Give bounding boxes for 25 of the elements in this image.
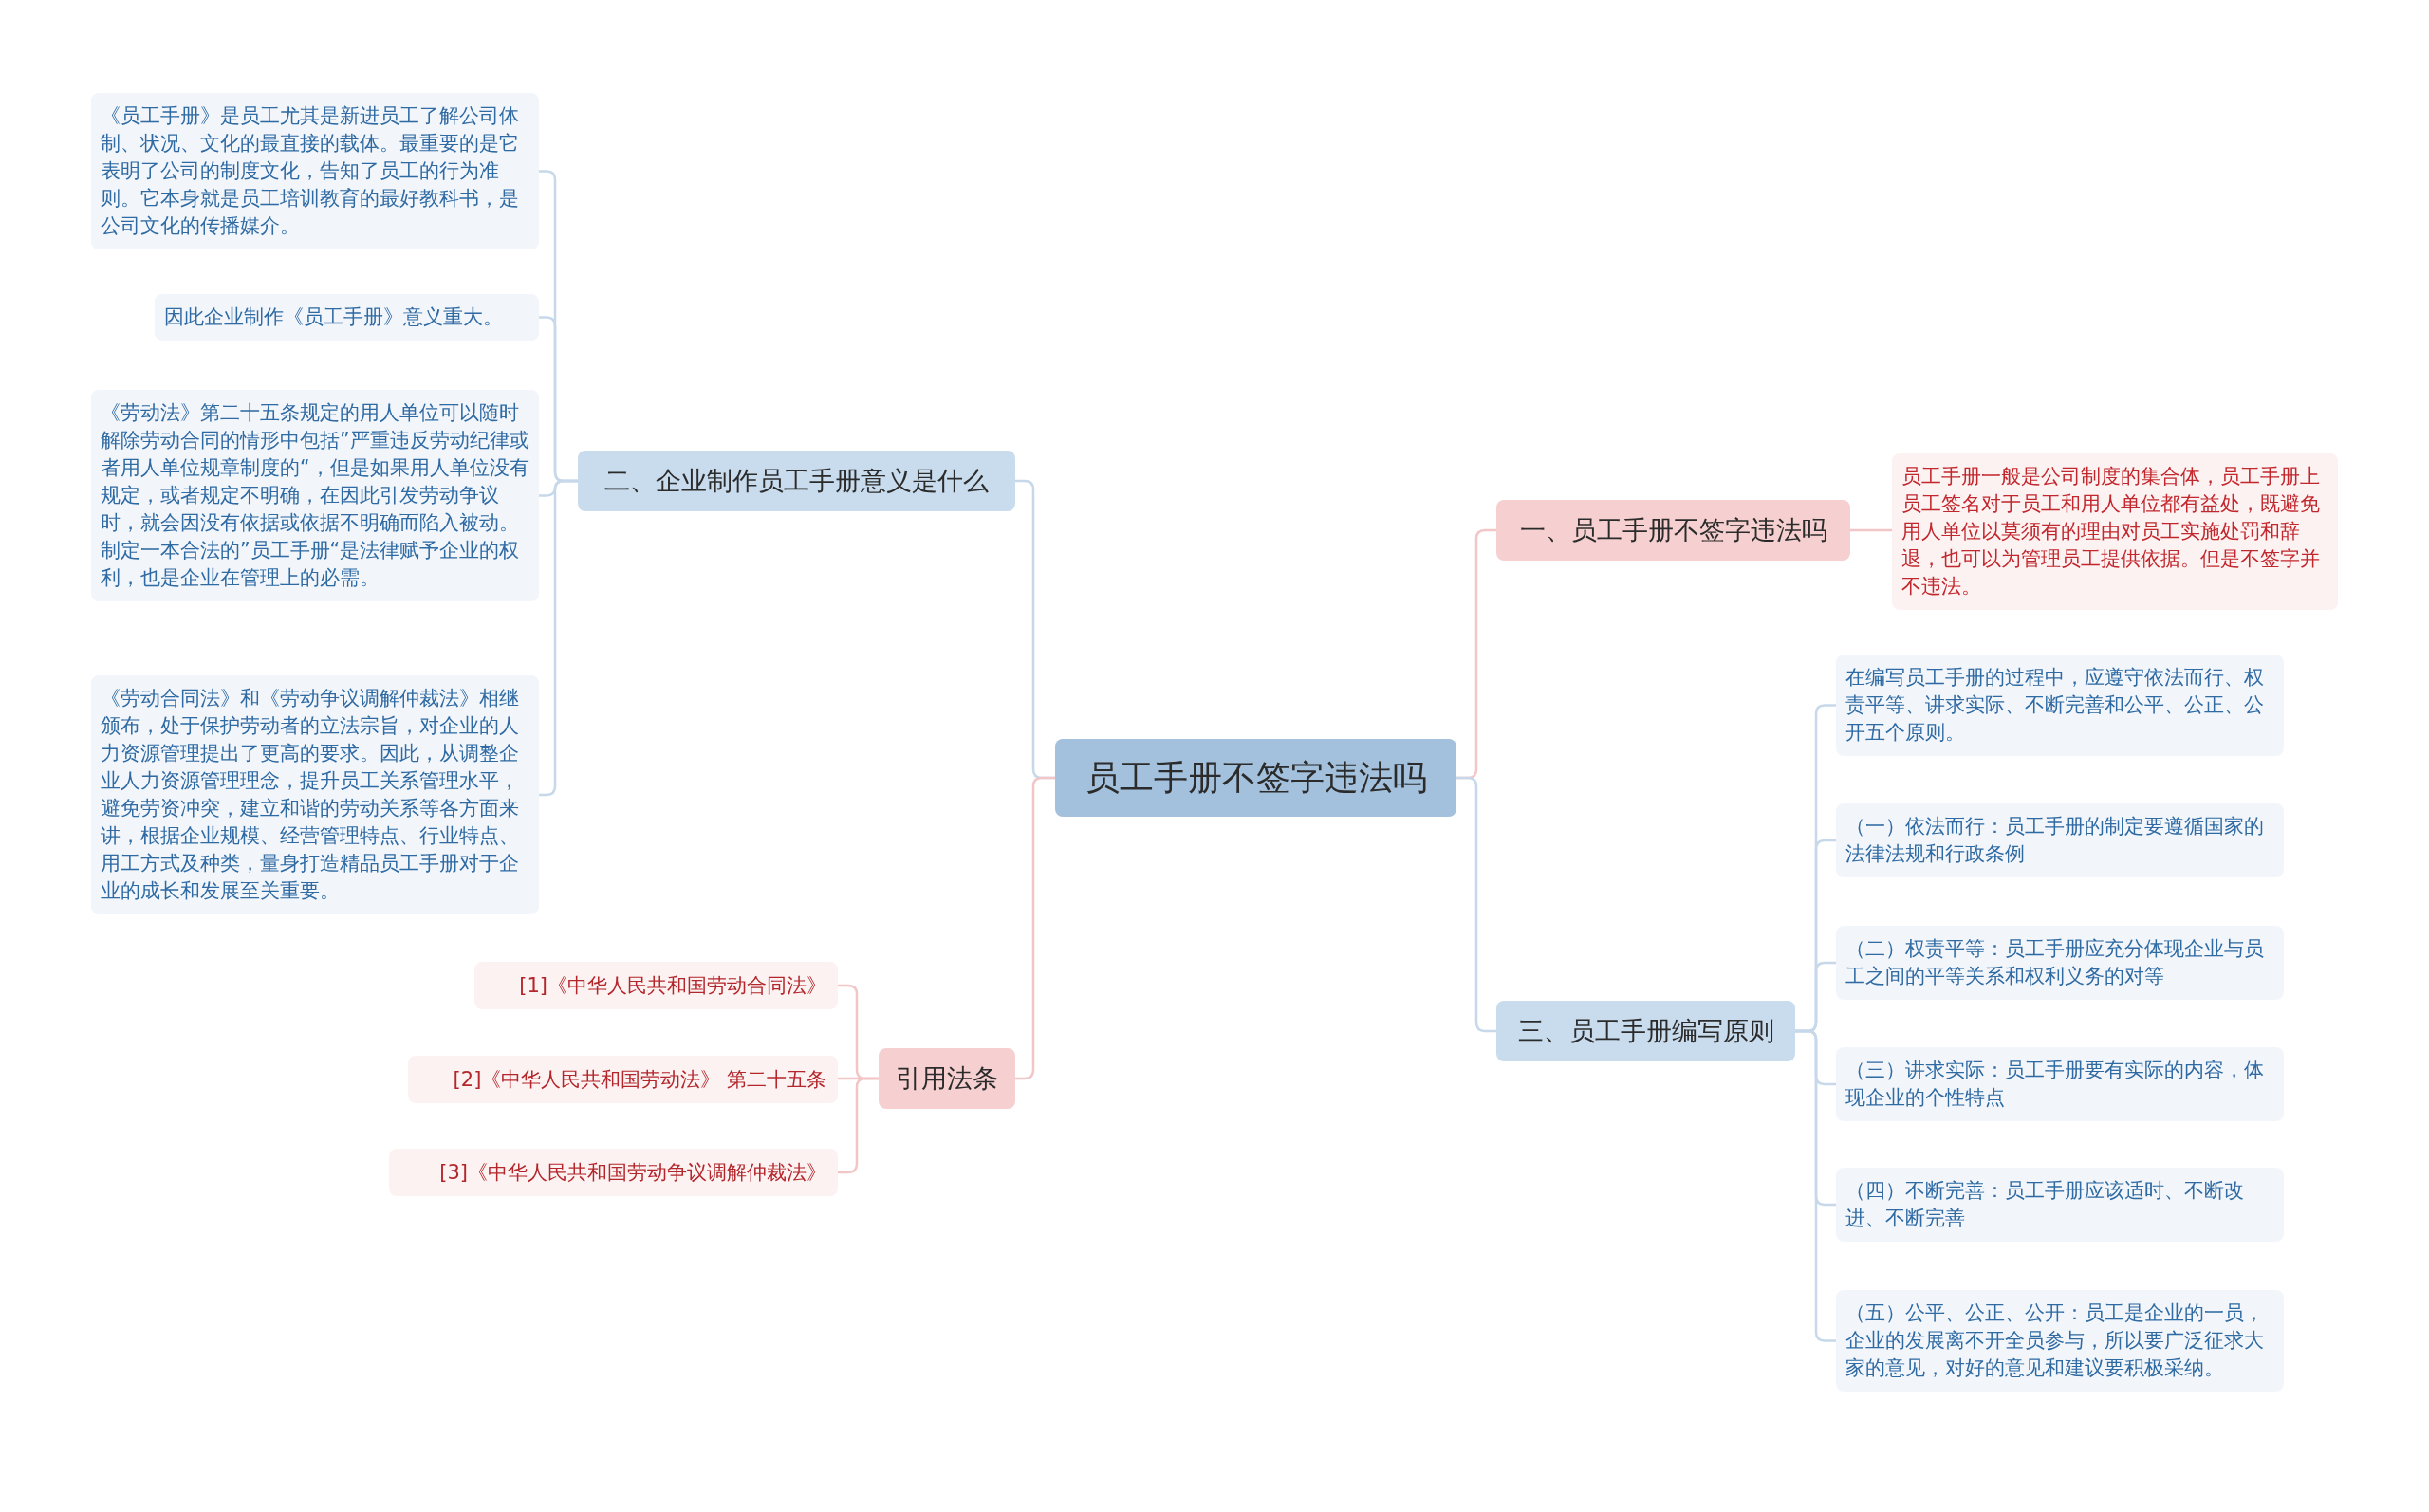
note-card: 《劳动法》第二十五条规定的用人单位可以随时解除劳动合同的情形中包括”严重违反劳动纪律或者用人单位规章制度的“，但是如果用人单位没有规定，或者规定不明确，在因此引发劳动争议时，就会因没有依据或依据不明确而陷入被动。制定一本合法的”员工手册“是法律赋予企业的权利，也是企业在管理上的必需。 [91,390,539,601]
branch-topic: 一、员工手册不签字违法吗 [1496,500,1850,561]
note-card: （五）公平、公正、公开：员工是企业的一员，企业的发展离不开全员参与，所以要广泛征求大家的意见，对好的意见和建议要积极采纳。 [1836,1290,2284,1392]
note-card: （三）讲求实际：员工手册要有实际的内容，体现企业的个性特点 [1836,1047,2284,1121]
note-card: 员工手册一般是公司制度的集合体，员工手册上员工签名对于员工和用人单位都有益处，既避免用人单位以莫须有的理由对员工实施处罚和辞退，也可以为管理员工提供依据。但是不签字并不违法。 [1892,453,2338,610]
connector-line [1850,528,1892,532]
branch-topic: 三、员工手册编写原则 [1496,1001,1795,1061]
connector-line [1015,776,1055,1080]
note-card: （四）不断完善：员工手册应该适时、不断改进、不断完善 [1836,1168,2284,1242]
law-reference: [2]《中华人民共和国劳动法》 第二十五条 [408,1056,838,1103]
connector-line [838,1077,879,1174]
branch-topic: 引用法条 [879,1048,1015,1109]
branch-topic: 二、企业制作员工手册意义是什么 [578,451,1015,511]
central-topic: 员工手册不签字违法吗 [1055,739,1456,817]
note-card: 因此企业制作《员工手册》意义重大。 [155,294,539,341]
connector-line [1456,776,1496,1033]
connector-line [1795,1029,1836,1342]
connector-line [539,479,578,797]
note-card: 《员工手册》是员工尤其是新进员工了解公司体制、状况、文化的最直接的载体。最重要的是它表明了公司的制度文化，告知了员工的行为准则。它本身就是员工培训教育的最好教科书，是公司文化的传播媒介。 [91,93,539,249]
note-card: 在编写员工手册的过程中，应遵守依法而行、权责平等、讲求实际、不断完善和公平、公正、公开五个原则。 [1836,655,2284,756]
note-card: （一）依法而行：员工手册的制定要遵循国家的法律法规和行政条例 [1836,803,2284,877]
law-reference: [3]《中华人民共和国劳动争议调解仲裁法》 [389,1149,838,1196]
note-card: （二）权责平等：员工手册应充分体现企业与员工之间的平等关系和权利义务的对等 [1836,926,2284,1000]
law-reference: [1]《中华人民共和国劳动合同法》 [474,962,838,1009]
note-card: 《劳动合同法》和《劳动争议调解仲裁法》相继颁布，处于保护劳动者的立法宗旨，对企业的人力资源管理提出了更高的要求。因此，从调整企业人力资源管理理念，提升员工关系管理水平，避免劳资冲突，建立和谐的劳动关系等各方面来讲，根据企业规模、经营管理特点、行业特点、用工方式及种类，量身打造精品员工手册对于企业的成长和发展至关重要。 [91,675,539,914]
